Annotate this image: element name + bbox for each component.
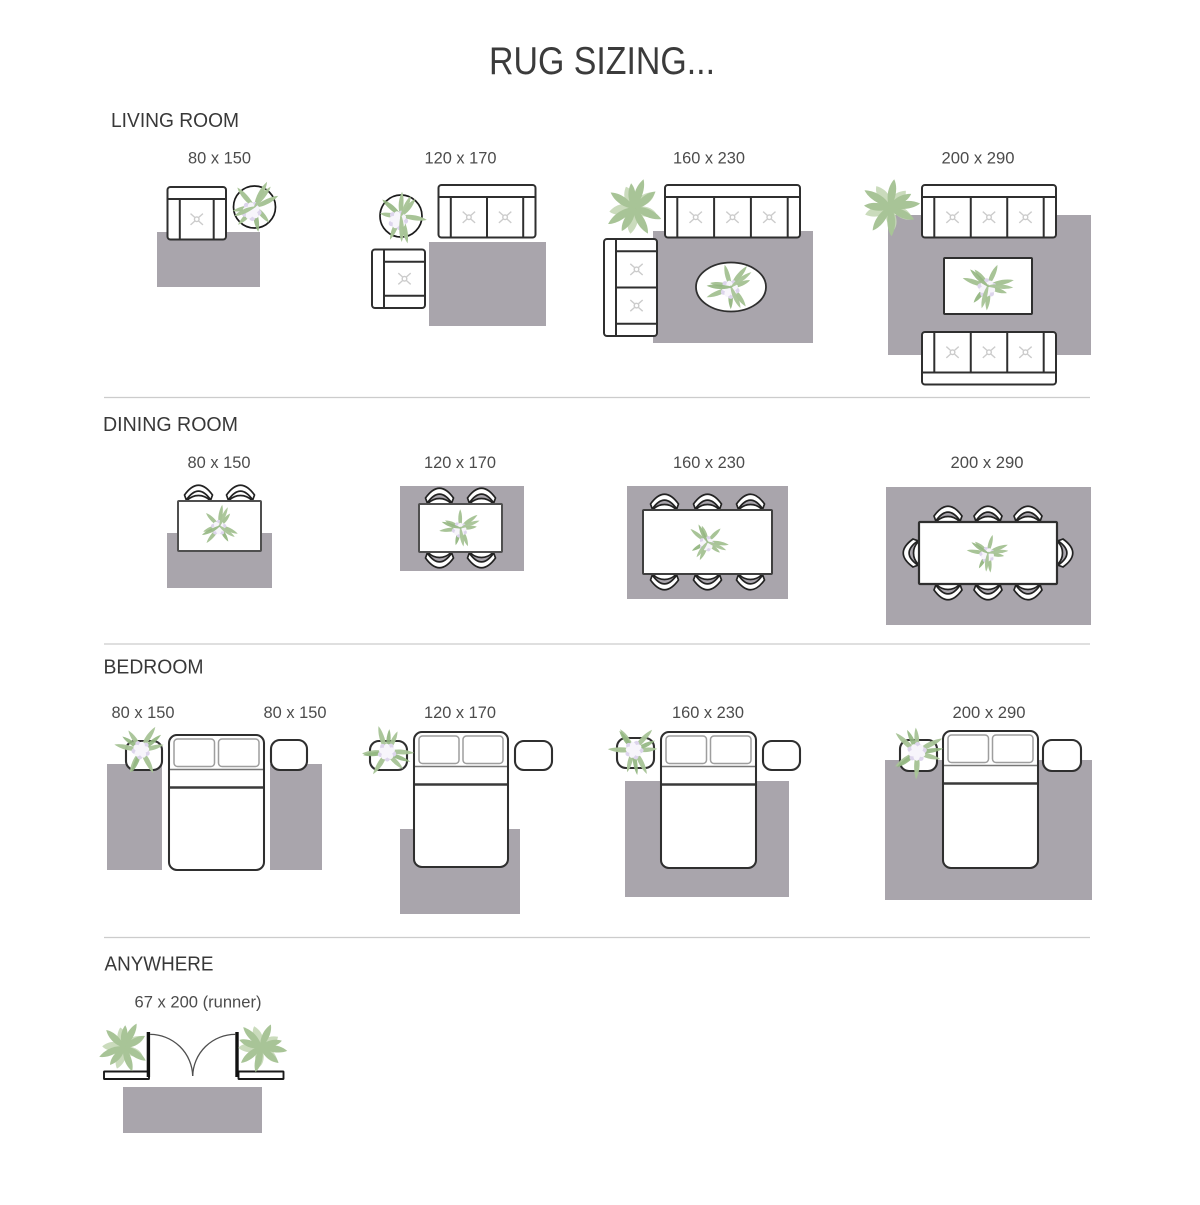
svg-text:160 x 230: 160 x 230 [672,704,744,722]
svg-text:DINING ROOM: DINING ROOM [103,413,238,436]
svg-text:BEDROOM: BEDROOM [104,656,204,679]
svg-text:LIVING ROOM: LIVING ROOM [111,109,239,132]
svg-text:120 x 170: 120 x 170 [424,454,496,472]
svg-text:80 x 150: 80 x 150 [188,454,251,472]
svg-text:80 x 150: 80 x 150 [112,704,175,722]
svg-text:67 x 200 (runner): 67 x 200 (runner) [135,994,262,1012]
svg-text:80 x 150: 80 x 150 [264,704,327,722]
svg-text:RUG SIZING...: RUG SIZING... [489,40,715,83]
svg-text:80 x 150: 80 x 150 [188,150,251,168]
svg-text:200 x 290: 200 x 290 [951,454,1024,472]
svg-text:200 x 290: 200 x 290 [953,704,1026,722]
svg-text:160 x 230: 160 x 230 [673,454,745,472]
svg-text:160 x 230: 160 x 230 [673,150,745,168]
svg-text:200 x 290: 200 x 290 [942,150,1015,168]
svg-text:120 x 170: 120 x 170 [424,704,496,722]
svg-text:120 x 170: 120 x 170 [425,150,497,168]
svg-text:ANYWHERE: ANYWHERE [105,953,214,976]
